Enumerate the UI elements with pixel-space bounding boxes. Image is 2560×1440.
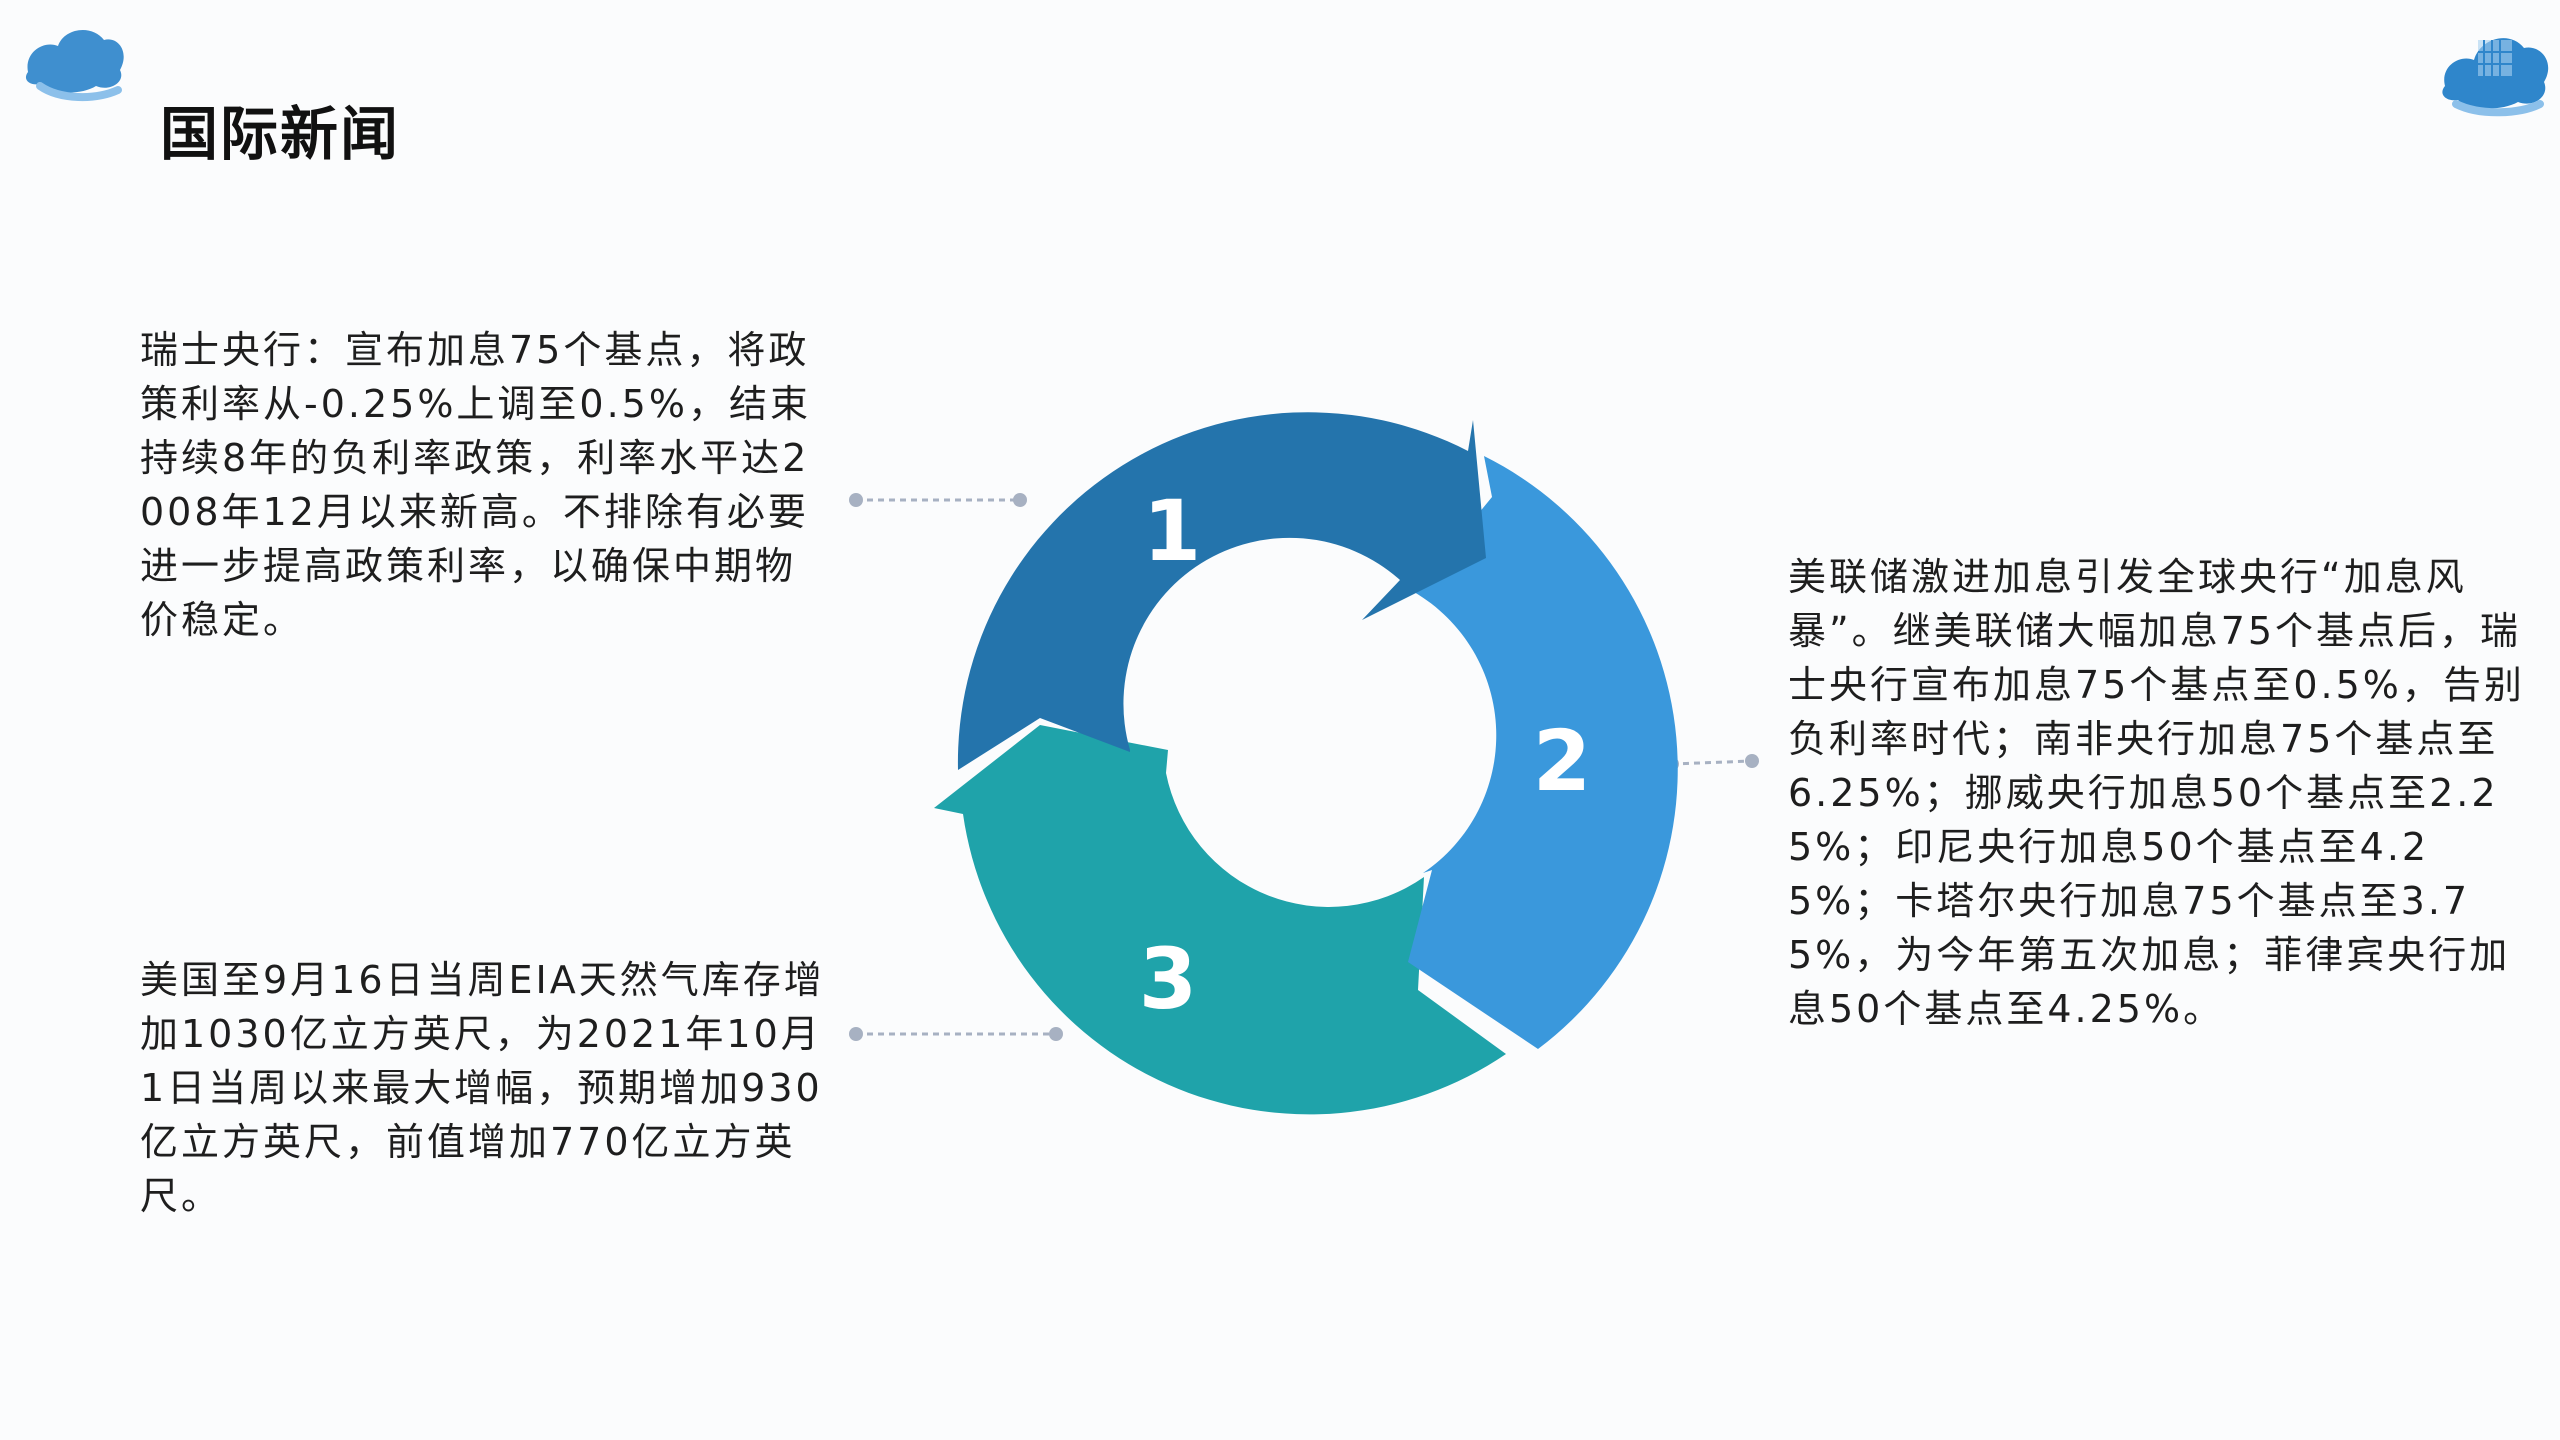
connector-2 [1665,754,1759,771]
cycle-number-1: 1 [1143,482,1201,580]
note-eia-natural-gas: 美国至9月16日当周EIA天然气库存增加1030亿立方英尺，为2021年10月1… [140,958,825,1218]
note-swiss-central-bank: 瑞士央行：宣布加息75个基点，将政策利率从-0.25%上调至0.5%，结束持续8… [140,328,811,642]
cloud-icon [25,29,124,101]
page-title: 国际新闻 [160,100,401,168]
connector-3 [849,1027,1063,1041]
note-global-rate-hikes: 美联储激进加息引发全球央行“加息风暴”。继美联储大幅加息75个基点后，瑞士央行宣… [1788,555,2525,1031]
cycle-segment-1 [957,412,1486,770]
cycle-number-2: 2 [1533,712,1591,810]
cycle-number-3: 3 [1139,930,1197,1028]
cycle-segment-3 [934,725,1506,1115]
cloud-building-icon [2442,38,2549,117]
cycle-segment-2 [1408,456,1678,1049]
connector-1 [849,493,1027,507]
